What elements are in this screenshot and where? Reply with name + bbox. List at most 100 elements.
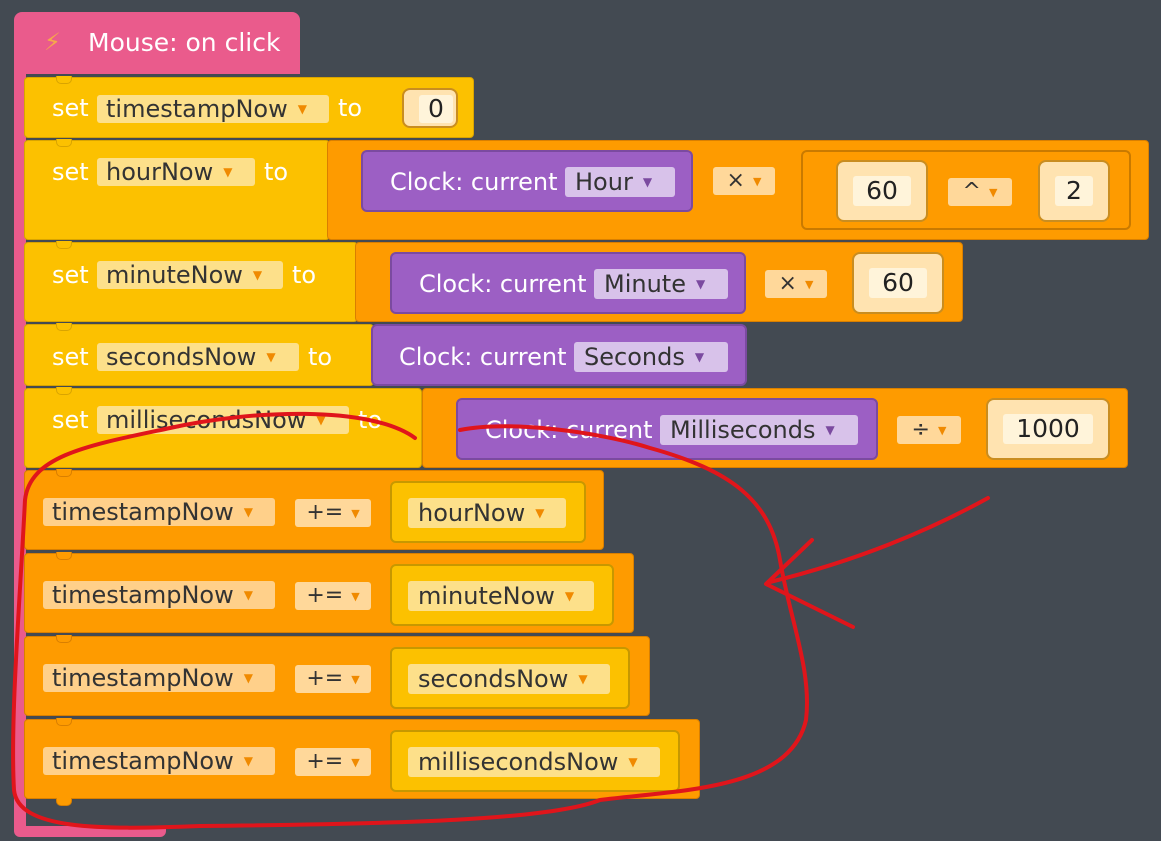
block-notch [56,241,72,249]
clock-current-reporter[interactable] [390,252,746,314]
number-input[interactable]: 0 [419,95,453,123]
variable-dropdown-label: timestampNow [106,95,288,123]
operator-label: += [306,500,344,525]
operator-label: += [306,583,344,608]
operator-label: × [778,271,797,296]
variable-dropdown-hournow[interactable]: hourNow ▼ [97,158,255,186]
clock-current-label: Clock: current [399,343,567,371]
variable-dropdown-label: timestampNow [52,747,234,775]
clock-unit-dropdown[interactable]: Milliseconds ▼ [660,415,858,445]
clock-unit-label: Minute [604,270,686,298]
variable-dropdown-timestampnow[interactable]: timestampNow ▼ [43,747,275,775]
event-block-mouse-on-click[interactable] [14,12,300,74]
variable-dropdown-label: timestampNow [52,581,234,609]
number-input[interactable]: 60 [869,268,927,298]
chevron-down-icon: ▼ [243,671,253,685]
operator-dropdown-plus-equals[interactable]: += ▼ [295,499,371,527]
variable-reporter-label: hourNow [418,499,526,527]
block-notch [56,323,72,331]
chevron-down-icon: ▼ [243,505,253,519]
set-block-hournow[interactable] [24,140,330,240]
chevron-down-icon: ▼ [628,755,638,769]
block-notch [56,76,72,84]
clock-unit-dropdown[interactable]: Minute ▼ [594,269,728,299]
annotation-arrow-head [764,538,855,629]
variable-dropdown-secondsnow[interactable]: secondsNow ▼ [97,343,299,371]
variable-dropdown-timestampnow[interactable]: timestampNow ▼ [43,498,275,526]
event-block-foot [14,826,166,837]
chevron-down-icon: ▼ [752,174,762,188]
variable-reporter-dropdown[interactable]: millisecondsNow ▼ [408,747,660,777]
variable-dropdown-timestampnow[interactable]: timestampNow ▼ [97,95,329,123]
annotation-arrow-shaft [768,496,990,584]
variable-dropdown-timestampnow[interactable]: timestampNow ▼ [43,664,275,692]
variable-reporter-label: secondsNow [418,665,569,693]
block-notch-bottom [56,798,72,806]
clock-current-label: Clock: current [390,168,558,196]
clock-unit-dropdown[interactable]: Seconds ▼ [574,342,728,372]
number-input-base[interactable]: 60 [853,176,911,206]
chevron-down-icon: ▼ [243,588,253,602]
chevron-down-icon: ▼ [825,423,835,437]
variable-dropdown-minutenow[interactable]: minuteNow▼ [97,261,283,289]
to-keyword: to [264,158,289,186]
set-keyword: set [52,94,89,122]
operator-dropdown-multiply[interactable]: ×▼ [713,167,775,195]
clock-current-label: Clock: current [419,270,587,298]
chevron-down-icon: ▼ [351,589,360,603]
chevron-down-icon: ▼ [316,413,326,427]
to-keyword: to [292,261,317,289]
operator-label: × [726,168,745,193]
variable-dropdown-label: timestampNow [52,498,234,526]
clock-unit-label: Milliseconds [670,416,816,444]
chevron-down-icon: ▼ [695,277,706,291]
number-input-exponent[interactable]: 2 [1055,176,1093,206]
chevron-down-icon: ▼ [804,277,814,291]
variable-dropdown-timestampnow[interactable]: timestampNow ▼ [43,581,275,609]
number-input[interactable]: 1000 [1003,414,1093,444]
chevron-down-icon: ▼ [351,672,360,686]
operator-dropdown-divide[interactable]: ÷▼ [897,416,961,444]
variable-reporter-dropdown[interactable]: secondsNow▼ [408,664,610,694]
block-notch [56,552,72,560]
to-keyword: to [338,94,363,122]
event-label: Mouse: on click [88,28,281,57]
operator-dropdown-plus-equals[interactable]: += ▼ [295,665,371,693]
block-notch [56,139,72,147]
chevron-down-icon: ▼ [266,350,276,364]
operator-dropdown-plus-equals[interactable]: += ▼ [295,582,371,610]
variable-dropdown-label: hourNow [106,158,214,186]
operator-dropdown-multiply[interactable]: ×▼ [765,270,827,298]
chevron-down-icon: ▼ [351,506,360,520]
chevron-down-icon: ▼ [564,589,575,603]
set-keyword: set [52,261,89,289]
clock-unit-dropdown[interactable]: Hour▼ [565,167,675,197]
operator-dropdown-plus-equals[interactable]: +=▼ [295,748,371,776]
block-notch [56,469,72,477]
operator-label: += [306,666,344,691]
chevron-down-icon: ▼ [243,754,253,768]
set-block-minutenow[interactable] [24,242,358,322]
block-notch [56,718,72,726]
operator-label: ÷ [911,417,930,442]
variable-reporter-dropdown[interactable]: minuteNow▼ [408,581,594,611]
chevron-down-icon: ▼ [988,185,998,199]
variable-dropdown-label: secondsNow [106,343,257,371]
chevron-down-icon: ▼ [694,350,705,364]
set-block-secondsnow[interactable] [24,324,374,386]
chevron-down-icon: ▼ [642,175,653,189]
operator-dropdown-power[interactable]: ^▼ [948,178,1012,206]
variable-reporter-dropdown[interactable]: hourNow▼ [408,498,566,528]
variable-dropdown-label: minuteNow [106,261,243,289]
set-keyword: set [52,406,89,434]
to-keyword: to [308,343,333,371]
set-keyword: set [52,343,89,371]
block-notch [56,387,72,395]
clock-unit-label: Seconds [584,343,685,371]
block-notch [56,635,72,643]
chevron-down-icon: ▼ [223,165,233,179]
variable-reporter-label: millisecondsNow [418,748,619,776]
chevron-down-icon: ▼ [297,102,307,116]
variable-dropdown-label: timestampNow [52,664,234,692]
